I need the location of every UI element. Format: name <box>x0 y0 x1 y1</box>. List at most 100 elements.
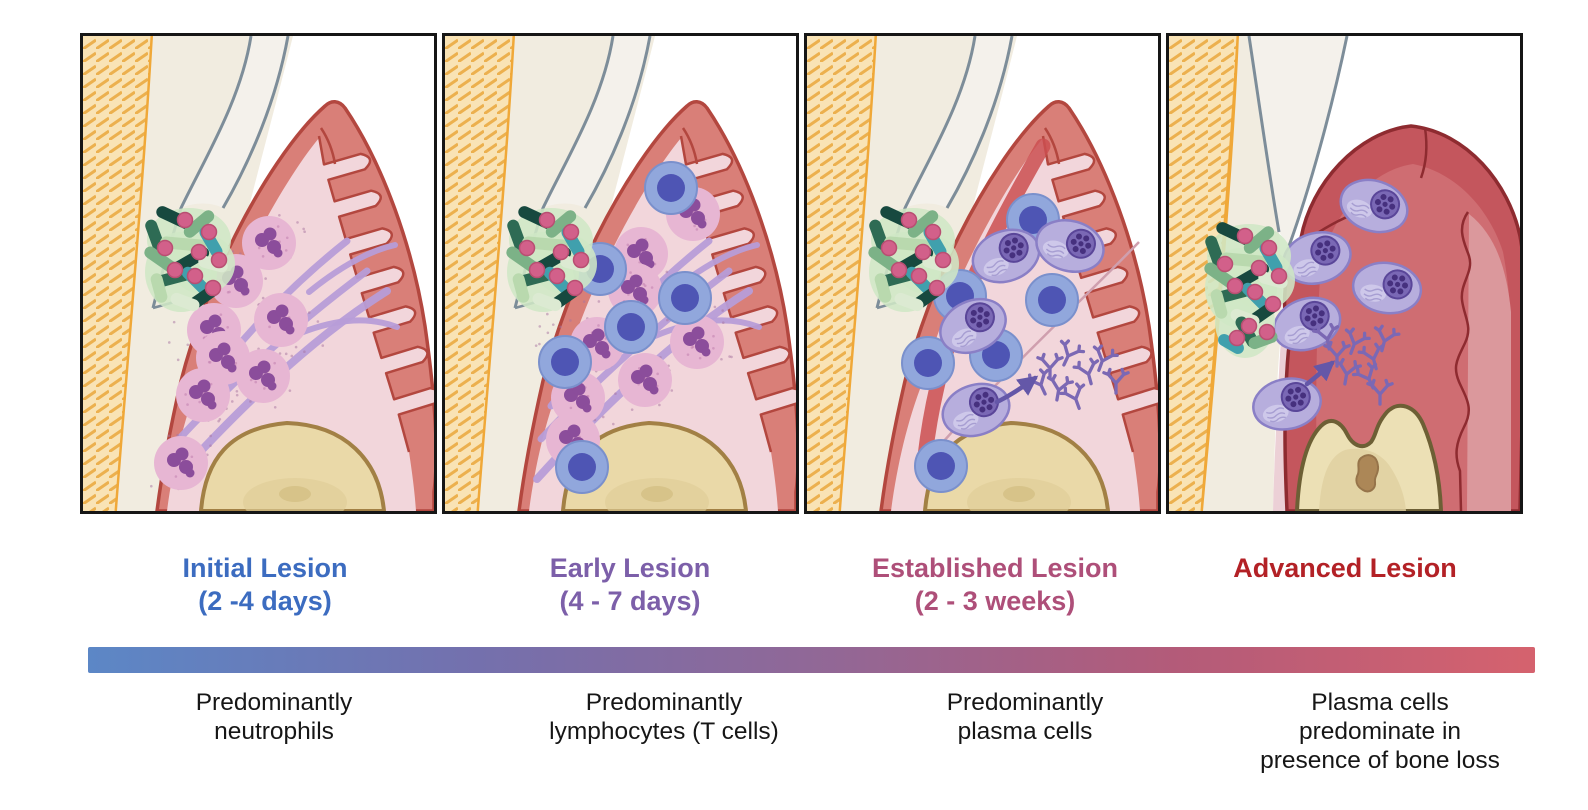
rete-pegs <box>679 135 796 453</box>
caption-established: Predominantly plasma cells <box>947 688 1104 746</box>
bacterium-coccus <box>566 279 584 297</box>
bacterium-rod <box>183 210 215 238</box>
bacterium-rod <box>545 210 577 238</box>
bacterium-coccus <box>156 239 174 257</box>
bacterium-rod <box>150 273 168 303</box>
neutrophil-cell <box>242 216 296 270</box>
plaque-biofilm <box>868 206 959 312</box>
bacterium-coccus <box>924 223 942 241</box>
bacterium-coccus <box>890 261 908 279</box>
early-lesion-illustration <box>445 36 796 511</box>
antibody-icon <box>1072 357 1100 386</box>
lymphocyte-cell <box>538 335 592 389</box>
caption-line: Predominantly <box>585 689 743 716</box>
bacterium-rod <box>907 210 939 238</box>
panel-established-lesion <box>804 33 1161 514</box>
bacterium-coccus <box>204 279 222 297</box>
caption-advanced: Plasma cells predominate in presence of … <box>1260 688 1500 775</box>
panel-advanced-lesion <box>1166 33 1523 514</box>
bacterium-coccus <box>934 251 952 269</box>
antibody-icon <box>1312 322 1340 351</box>
bacterium-coccus <box>518 239 536 257</box>
progression-gradient-bar <box>88 647 1535 673</box>
plaque-biofilm <box>144 206 235 312</box>
lymphocyte-cell <box>658 271 712 325</box>
bacterium-coccus <box>910 267 928 285</box>
bacterium-coccus <box>1226 277 1244 295</box>
antibody-secretion-arrow <box>1304 360 1336 387</box>
bone-fragment <box>1355 454 1380 493</box>
neutrophil-cell <box>236 349 290 403</box>
resorbed-alveolar-bone <box>1295 403 1443 511</box>
inflamed-gingiva <box>1282 124 1520 511</box>
plasma-cell <box>1351 261 1423 315</box>
caption-line: Plasma cells <box>1311 689 1449 716</box>
bacterium-coccus <box>190 243 208 261</box>
lymphocyte-cell <box>644 161 698 215</box>
antibody-icon <box>1059 382 1086 411</box>
bacterium-coccus <box>900 211 918 229</box>
caption-line: presence of bone loss <box>1260 747 1500 774</box>
bacterium-rod <box>1218 334 1244 354</box>
bacterium-coccus <box>1228 329 1246 347</box>
rete-pegs <box>317 135 434 453</box>
bacterium-coccus <box>548 267 566 285</box>
caption-line: predominate in <box>1298 718 1462 745</box>
alveolar-bone <box>198 420 387 511</box>
bacterium-coccus <box>1250 259 1268 277</box>
bacterium-coccus <box>1216 255 1234 273</box>
antibody-icon <box>1092 344 1119 373</box>
bacterium-coccus <box>880 239 898 257</box>
bacterium-coccus <box>1240 317 1258 335</box>
stage-title-established: Established Lesion (2 - 3 weeks) <box>872 552 1118 618</box>
bacterium-rod <box>874 273 892 303</box>
neutrophil-cell <box>176 368 230 422</box>
bacterium-coccus <box>1236 227 1254 245</box>
plasma-cell <box>941 382 1011 438</box>
caption-line: Predominantly <box>195 689 353 716</box>
caption-line: neutrophils <box>214 718 334 745</box>
bacterium-coccus <box>528 261 546 279</box>
bacterium-coccus <box>210 251 228 269</box>
neutrophil-cell <box>670 315 724 369</box>
stage-title-initial: Initial Lesion (2 -4 days) <box>182 552 347 618</box>
stage-name: Established Lesion <box>871 553 1119 583</box>
panel-initial-lesion <box>80 33 437 514</box>
bacterium-rod <box>170 292 200 312</box>
antibody-icon <box>1373 324 1401 353</box>
caption-line: plasma cells <box>957 718 1093 745</box>
lymphocyte-cell <box>1025 273 1079 327</box>
bacterium-coccus <box>572 251 590 269</box>
antibody-icon <box>1102 367 1130 395</box>
gingival-sulcus <box>1247 36 1349 247</box>
bacterium-coccus <box>176 211 194 229</box>
plasma-cell <box>1282 231 1352 285</box>
bacterium-rod <box>512 273 530 303</box>
plasma-cell <box>1035 219 1105 273</box>
bacterium-coccus <box>1270 267 1288 285</box>
bacterium-coccus <box>200 223 218 241</box>
plaque-biofilm <box>506 206 597 312</box>
stage-name: Advanced Lesion <box>1233 553 1457 583</box>
bacterium-rod <box>1210 289 1228 319</box>
neutrophil-cell <box>618 353 672 407</box>
caption-early: Predominantly lymphocytes (T cells) <box>549 688 779 746</box>
initial-lesion-illustration <box>83 36 434 511</box>
lymphocyte-cell <box>914 439 968 493</box>
antibody-secretion-arrow <box>994 375 1039 405</box>
plasma-cell <box>971 228 1041 284</box>
antibody-icon <box>1334 357 1362 386</box>
bacterium-rod <box>532 292 562 312</box>
bacterium-coccus <box>914 243 932 261</box>
plaque-biofilm <box>1204 222 1295 358</box>
stage-duration: (2 -4 days) <box>198 586 332 616</box>
rete-pegs <box>1041 135 1158 453</box>
caption-line: Predominantly <box>946 689 1104 716</box>
bacterium-rod <box>894 292 924 312</box>
antibody-icon <box>1036 352 1064 380</box>
lymphocyte-cell <box>901 336 955 390</box>
alveolar-bone <box>560 420 749 511</box>
bacterium-rod <box>1243 226 1275 254</box>
bacterium-coccus <box>1258 323 1276 341</box>
bacterium-coccus <box>1264 295 1282 313</box>
